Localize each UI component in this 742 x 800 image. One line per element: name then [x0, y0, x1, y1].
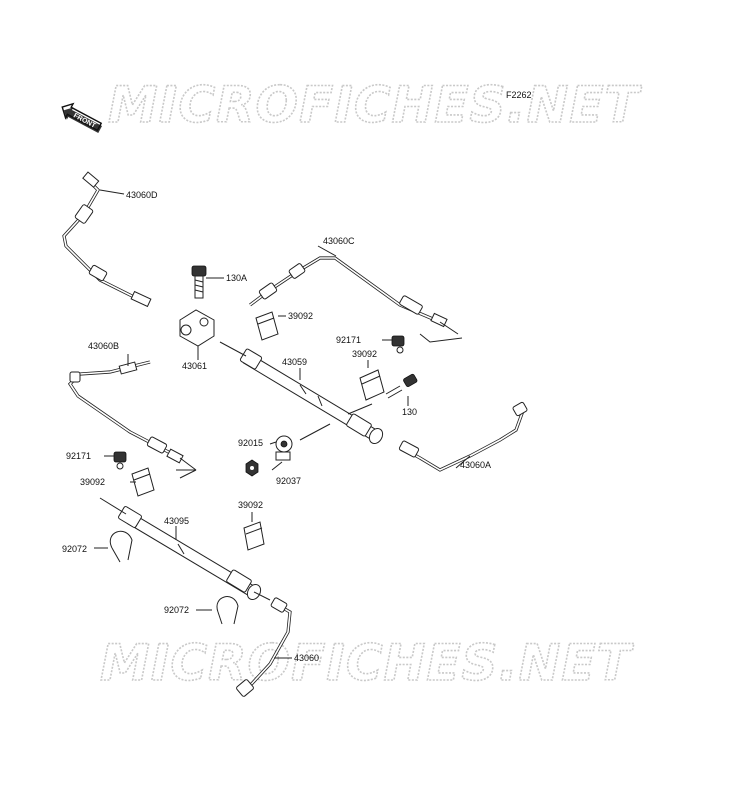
callout-39092-left: 39092 [80, 477, 105, 487]
callout-39092-top: 39092 [288, 311, 313, 321]
callout-130A: 130A [226, 273, 247, 283]
callout-43059: 43059 [282, 357, 307, 367]
callout-43060A: 43060A [460, 460, 491, 470]
watermark-bottom: MICROFICHES.NET [100, 634, 635, 692]
callout-39092-mid: 39092 [238, 500, 263, 510]
bolt-130A [191, 265, 207, 299]
callout-130: 130 [402, 407, 417, 417]
callout-43061: 43061 [182, 361, 207, 371]
watermark-top: MICROFICHES.NET [108, 76, 643, 134]
joint-43061 [179, 309, 215, 347]
clamp-92037 [275, 435, 293, 461]
band-92072-left [109, 530, 133, 563]
clip-39092-left [131, 467, 155, 497]
clamp-92171-left [113, 451, 127, 470]
clip-39092-top [255, 311, 279, 341]
figure-code: F2262 [506, 90, 532, 100]
callout-43095: 43095 [164, 516, 189, 526]
brake-pipe-43060D [62, 171, 152, 308]
brake-hose-43059 [239, 348, 384, 445]
brake-pipe-43060 [236, 597, 292, 697]
clamp-92171-right [391, 335, 405, 354]
clip-39092-mid [243, 521, 265, 551]
callout-92171-right: 92171 [336, 335, 361, 345]
nut-92015 [245, 459, 259, 477]
callout-43060C: 43060C [323, 236, 355, 246]
callout-39092-right: 39092 [352, 349, 377, 359]
brake-pipe-43060C [249, 256, 459, 335]
leader-lines [94, 189, 471, 659]
callout-92171-left: 92171 [66, 451, 91, 461]
callout-43060D: 43060D [126, 190, 158, 200]
front-arrow-icon: FRONT [61, 102, 103, 134]
band-92072-mid [216, 596, 239, 625]
callout-92072-left: 92072 [62, 544, 87, 554]
brake-hose-43095 [118, 506, 262, 601]
callout-43060: 43060 [294, 653, 319, 663]
bolt-130 [385, 373, 418, 399]
clip-39092-right [359, 369, 385, 401]
brake-pipe-43060B [67, 360, 197, 471]
callout-92015: 92015 [238, 438, 263, 448]
callout-43060B: 43060B [88, 341, 119, 351]
callout-92072-mid: 92072 [164, 605, 189, 615]
callout-92037: 92037 [276, 476, 301, 486]
